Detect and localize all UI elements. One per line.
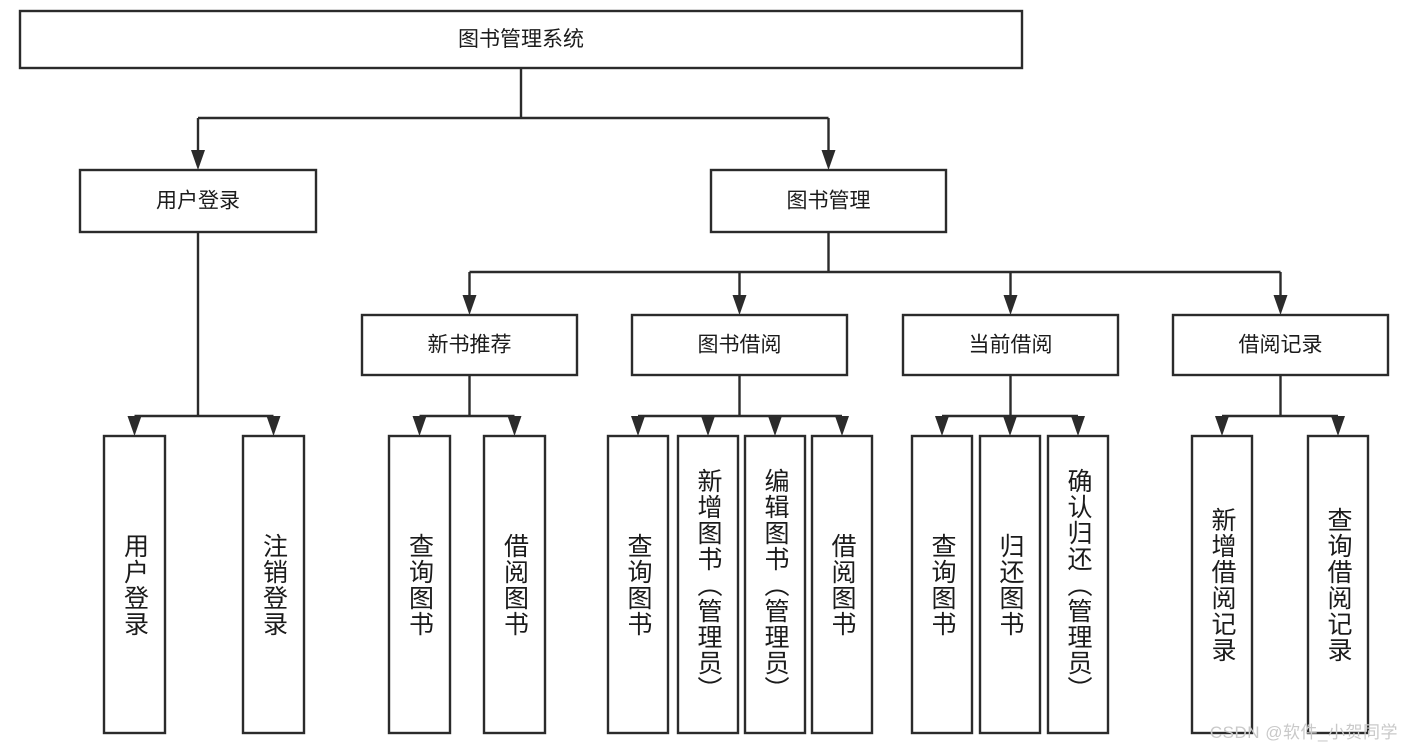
node-label-leaf-borrow-book: 借阅图书 [828, 532, 856, 637]
node-leaf-user-login[interactable] [102, 434, 167, 735]
node-new-book-rec[interactable] [360, 313, 579, 377]
node-label-leaf-query-book-rec: 查询图书 [405, 532, 434, 637]
node-leaf-borrow-book-rec[interactable] [482, 434, 547, 735]
node-leaf-confirm-return[interactable] [1046, 434, 1110, 735]
node-label-leaf-confirm-return: 确认归还（管理员） [1064, 467, 1092, 702]
node-leaf-add-book[interactable] [676, 434, 740, 735]
node-label-book-borrow: 图书借阅 [698, 334, 782, 357]
node-leaf-query-book-borrow[interactable] [606, 434, 670, 735]
node-label-leaf-add-record: 新增借阅记录 [1208, 506, 1236, 663]
connector-layer [127, 68, 1345, 436]
node-label-current-borrow: 当前借阅 [969, 334, 1053, 357]
node-leaf-query-record[interactable] [1306, 434, 1370, 735]
node-label-user-login: 用户登录 [156, 190, 240, 213]
node-label-leaf-edit-book: 编辑图书（管理员） [761, 467, 789, 702]
node-label-leaf-query-book-borrow: 查询图书 [624, 532, 652, 637]
node-book-manage[interactable] [709, 168, 948, 234]
node-book-borrow[interactable] [630, 313, 849, 377]
node-leaf-query-book-rec[interactable] [387, 434, 452, 735]
node-label-leaf-query-record: 查询借阅记录 [1324, 506, 1352, 663]
node-label-leaf-return-book: 归还图书 [996, 532, 1024, 637]
node-label-book-manage: 图书管理 [787, 190, 871, 213]
node-leaf-user-logout[interactable] [241, 434, 306, 735]
node-user-login[interactable] [78, 168, 318, 234]
node-label-new-book-rec: 新书推荐 [428, 334, 512, 357]
node-label-leaf-query-book-cur: 查询图书 [928, 532, 956, 637]
node-leaf-borrow-book[interactable] [810, 434, 874, 735]
node-root[interactable] [18, 9, 1024, 70]
node-leaf-add-record[interactable] [1190, 434, 1254, 735]
node-label-leaf-add-book: 新增图书（管理员） [694, 467, 722, 702]
node-leaf-edit-book[interactable] [743, 434, 807, 735]
node-label-root: 图书管理系统 [458, 28, 584, 51]
node-label-leaf-borrow-book-rec: 借阅图书 [500, 532, 529, 637]
node-leaf-return-book[interactable] [978, 434, 1042, 735]
node-leaf-query-book-cur[interactable] [910, 434, 974, 735]
node-borrow-record[interactable] [1171, 313, 1390, 377]
watermark-text: CSDN @软件_小贺同学 [1209, 723, 1398, 742]
node-label-borrow-record: 借阅记录 [1239, 334, 1323, 357]
node-label-leaf-user-login: 用户登录 [120, 532, 149, 637]
node-label-leaf-user-logout: 注销登录 [259, 532, 288, 637]
node-current-borrow[interactable] [901, 313, 1120, 377]
